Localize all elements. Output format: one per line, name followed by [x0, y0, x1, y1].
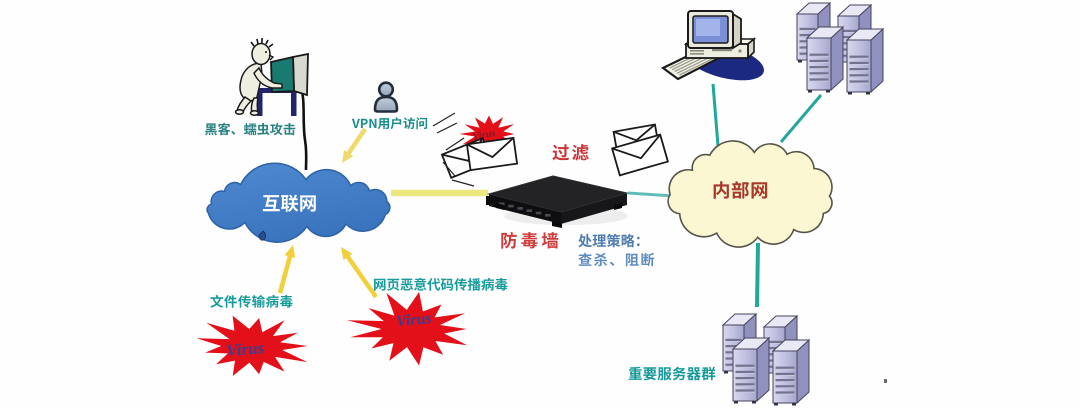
svg-text:Virus: Virus — [395, 310, 432, 331]
svg-text:Virus: Virus — [472, 128, 497, 143]
svg-text:Virus: Virus — [225, 338, 265, 360]
